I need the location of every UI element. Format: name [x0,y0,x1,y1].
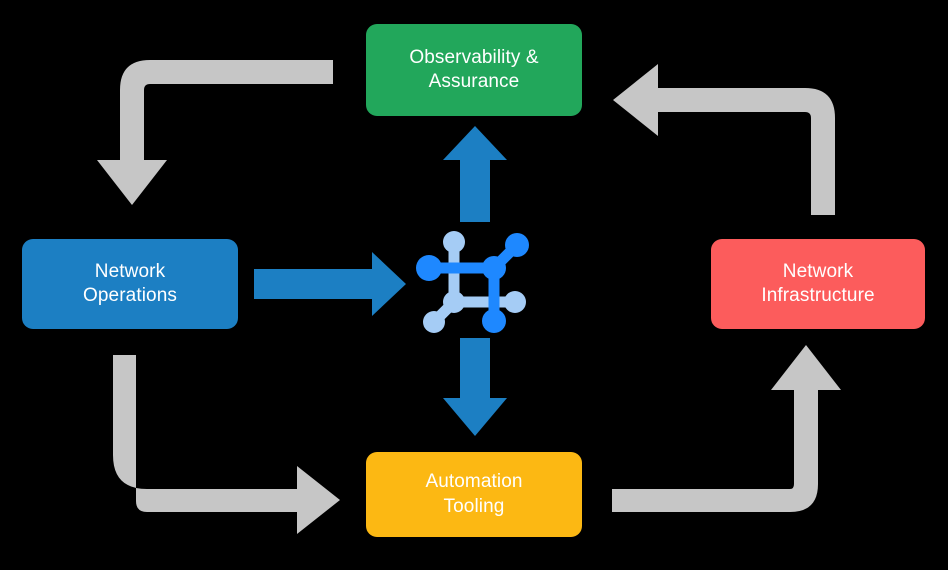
node-network-infrastructure[interactable]: Network Infrastructure [711,239,925,329]
arrow-operations-to-center [254,252,406,316]
arrow-automation-to-infrastructure [612,345,841,512]
topology-nodes-light [423,231,526,333]
arrow-center-to-observability [443,126,507,222]
arrow-infrastructure-to-observability [613,64,835,215]
node-network-operations[interactable]: Network Operations [22,239,238,329]
node-observability-assurance[interactable]: Observability & Assurance [366,24,582,116]
arrow-observability-to-operations [97,60,333,205]
node-infrastructure-label: Network Infrastructure [761,260,875,306]
network-topology-icon[interactable] [416,220,534,338]
node-automation-tooling[interactable]: Automation Tooling [366,452,582,537]
node-observability-label: Observability & Assurance [409,46,539,92]
arrow-operations-to-automation [113,355,340,534]
node-automation-label: Automation Tooling [425,471,523,517]
arrow-center-to-automation [443,338,507,436]
node-operations-label: Network Operations [83,260,177,306]
topology-nodes-dark [416,233,529,333]
